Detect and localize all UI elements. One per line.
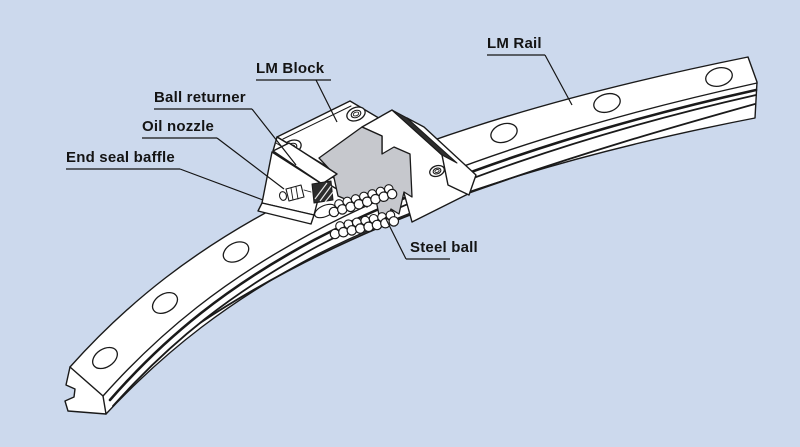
rail-body bbox=[64, 56, 758, 415]
steel-ball bbox=[386, 188, 398, 200]
rail-mount-hole bbox=[705, 67, 733, 87]
rail-mount-hole bbox=[593, 92, 621, 114]
steel-ball bbox=[363, 221, 374, 233]
ball-returner-section bbox=[311, 180, 334, 204]
rail-end-profile-edge bbox=[69, 366, 107, 415]
block-counterbore-hole bbox=[346, 106, 366, 122]
label-oil-nozzle: Oil nozzle bbox=[142, 118, 215, 135]
block-top-chamfer bbox=[282, 105, 352, 140]
steel-ball bbox=[346, 225, 358, 236]
oil-nozzle bbox=[278, 184, 312, 202]
steel-ball bbox=[388, 216, 400, 227]
steel-ball bbox=[371, 219, 383, 231]
rail-mount-hole bbox=[490, 122, 518, 144]
steel-balls bbox=[328, 184, 400, 240]
steel-ball bbox=[354, 223, 366, 234]
leader-oil-nozzle bbox=[216, 137, 285, 190]
label-lm-block: LM Block bbox=[256, 60, 325, 77]
label-ball-returner: Ball returner bbox=[154, 89, 246, 106]
leader-end-seal-baffle bbox=[179, 168, 264, 201]
leader-lines bbox=[66, 54, 573, 260]
steel-ball bbox=[329, 228, 341, 240]
end-seal-baffle-plate bbox=[257, 202, 315, 225]
rail-mount-hole bbox=[222, 241, 250, 263]
rail-mount-hole bbox=[151, 291, 179, 315]
lm-rail bbox=[64, 56, 758, 415]
leader-ball-returner bbox=[251, 108, 297, 166]
rail-mount-hole bbox=[92, 346, 118, 370]
end-plate-counterbore-hole bbox=[429, 164, 445, 178]
leader-steel-ball bbox=[384, 216, 407, 260]
end-seal-band bbox=[391, 109, 458, 164]
label-steel-ball: Steel ball bbox=[410, 239, 478, 256]
leader-lm-rail bbox=[544, 54, 573, 106]
steel-ball bbox=[338, 226, 349, 238]
leader-lm-block bbox=[315, 79, 338, 123]
rail-top-inner-edge bbox=[102, 82, 758, 397]
lm-block bbox=[257, 100, 477, 240]
label-end-seal-baffle: End seal baffle bbox=[66, 149, 175, 166]
label-lm-rail: LM Rail bbox=[487, 35, 542, 52]
